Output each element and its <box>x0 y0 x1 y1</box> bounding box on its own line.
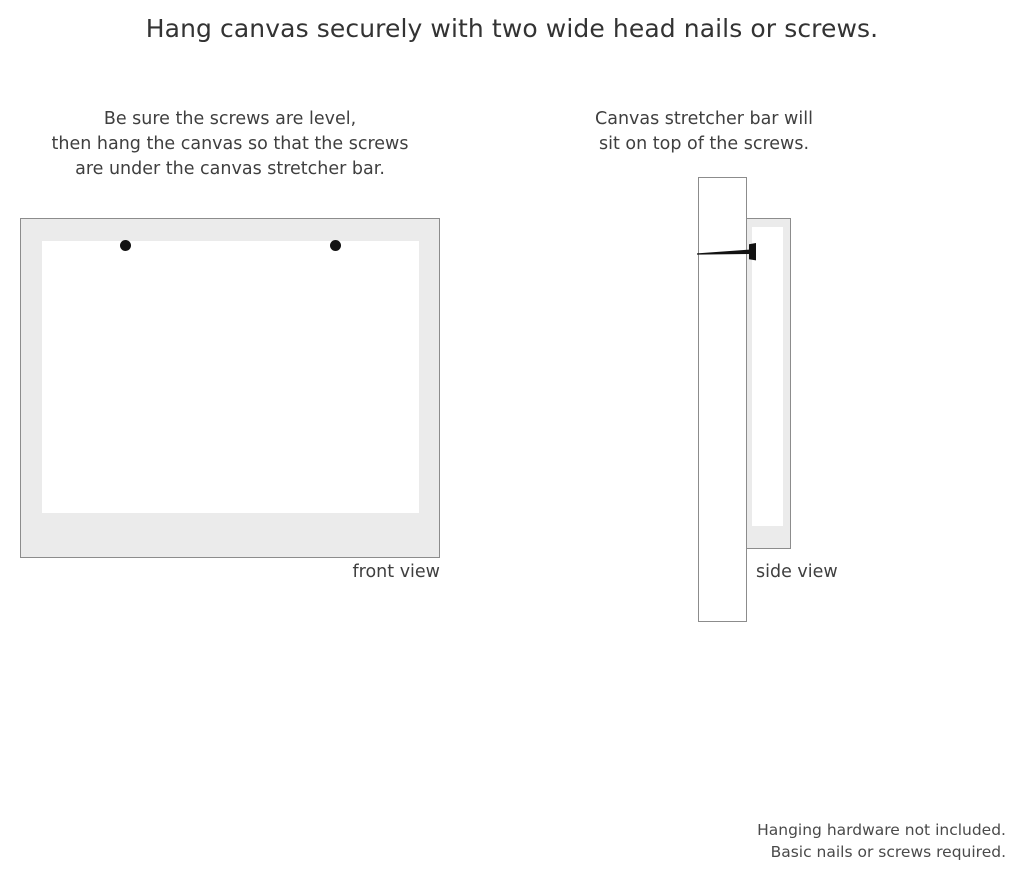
footer-note-line-1: Hanging hardware not included. <box>757 821 1006 839</box>
side-view-caption-line-2: sit on top of the screws. <box>598 134 810 154</box>
footer-note-line-2: Basic nails or screws required. <box>770 843 1006 861</box>
front-view-caption: Be sure the screws are level, then hang … <box>18 107 442 182</box>
front-view-caption-line-3: are under the canvas stretcher bar. <box>75 159 385 179</box>
front-view-label: front view <box>352 562 441 582</box>
front-view-diagram <box>20 218 440 558</box>
front-view-caption-line-2: then hang the canvas so that the screws <box>51 134 409 154</box>
left-screw-head-icon <box>120 240 131 251</box>
canvas-panel-side <box>745 218 791 549</box>
side-view-diagram <box>690 170 850 640</box>
footer-note: Hanging hardware not included. Basic nai… <box>757 819 1006 863</box>
canvas-frame-front <box>20 218 440 558</box>
screw-side-icon <box>697 243 756 261</box>
front-view-caption-line-1: Be sure the screws are level, <box>103 109 357 129</box>
page-title: Hang canvas securely with two wide head … <box>145 14 879 43</box>
canvas-face-front <box>42 241 419 513</box>
canvas-panel-recess-side <box>752 227 783 526</box>
side-view-caption-line-1: Canvas stretcher bar will <box>595 109 813 129</box>
side-view-label: side view <box>756 562 838 582</box>
side-view-caption: Canvas stretcher bar will sit on top of … <box>566 107 842 157</box>
right-screw-head-icon <box>330 240 341 251</box>
